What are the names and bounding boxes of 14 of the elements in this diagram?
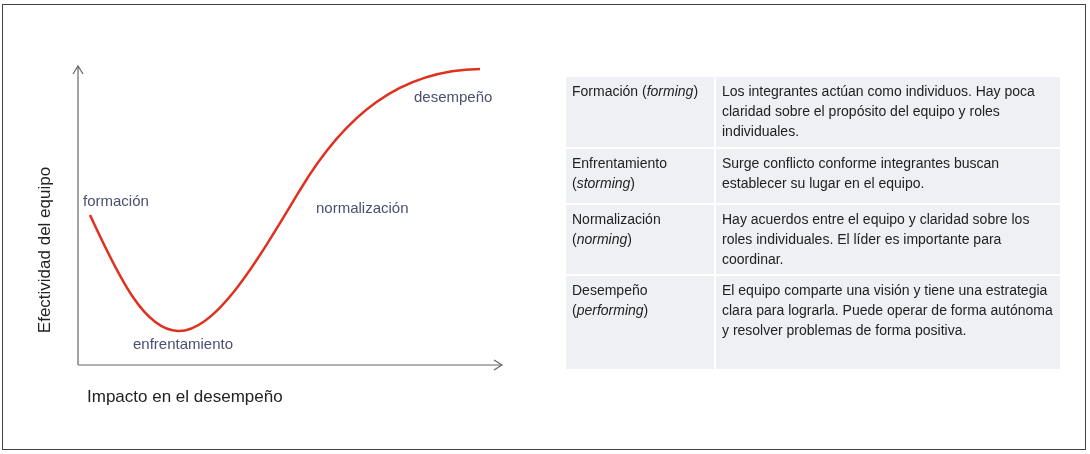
stage-label: desempeño	[414, 87, 493, 107]
description-cell: El equipo comparte una visión y tiene una estrategia clara para lograrla. Puede operar de forma autónoma y resolver problemas de forma positiva.	[716, 276, 1060, 369]
stage-name-cell: Formación (forming)	[566, 77, 714, 147]
description-cell: Los integrantes actúan como individuos. Hay poca claridad sobre el propósito del equipo y roles individuales.	[716, 77, 1060, 147]
stage-label: enfrentamiento	[133, 334, 234, 354]
y-axis-title: Efectividad del equipo	[34, 166, 56, 334]
stage-label: formación	[83, 191, 149, 211]
stage-label: normalización	[316, 198, 409, 218]
stage-name-cell: Enfrentamiento (storming)	[566, 149, 714, 203]
stage-name-cell: Desempeño (performing)	[566, 276, 714, 369]
description-cell: Hay acuerdos entre el equipo y claridad sobre los roles individuales. El líder es importante para coordinar.	[716, 205, 1060, 274]
description-cell: Surge conflicto conforme integrantes buscan establecer su lugar en el equipo.	[716, 149, 1060, 203]
x-axis-title: Impacto en el desempeño	[87, 386, 283, 408]
stage-name-cell: Normalización (norming)	[566, 205, 714, 274]
